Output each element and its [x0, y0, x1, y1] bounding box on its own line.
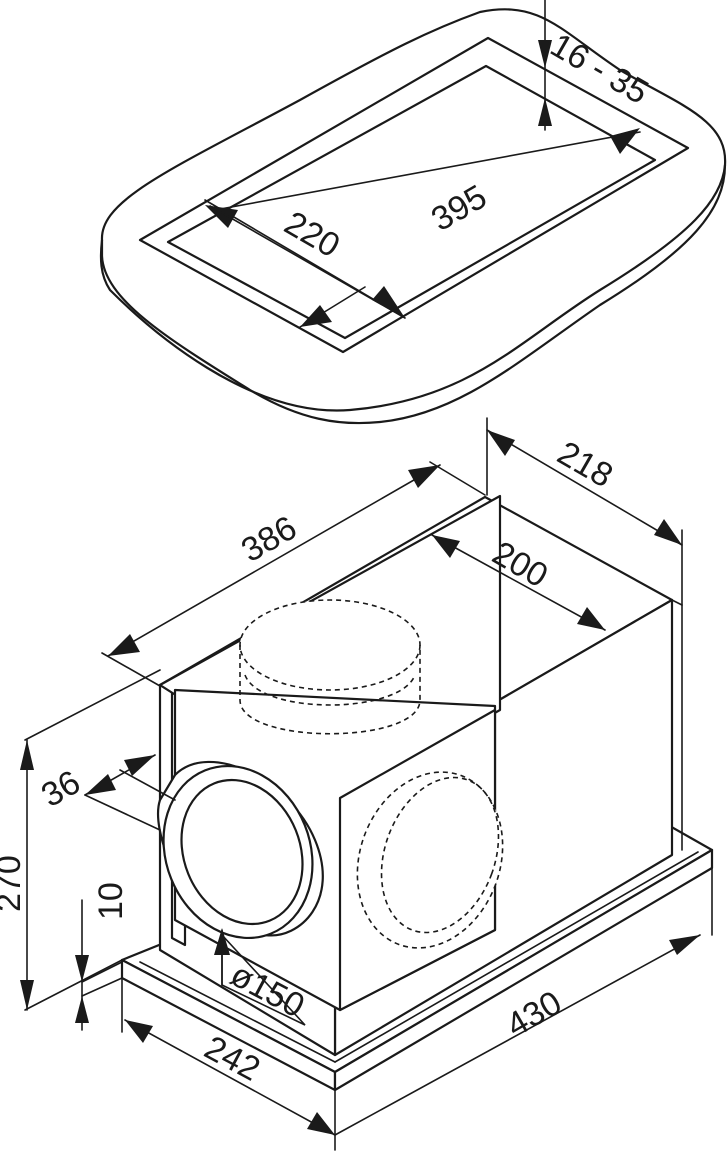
- dim-height: 270: [0, 669, 161, 1011]
- dim-label-unit-length: 386: [235, 509, 303, 570]
- ceiling-panel: [99, 8, 727, 425]
- dim-frame-offset: 36: [35, 754, 176, 831]
- hood-unit: [120, 494, 714, 1092]
- dim-label-base-thickness: 10: [92, 882, 130, 920]
- dim-label-unit-depth: 218: [551, 434, 619, 495]
- dim-label-frame-offset: 36: [35, 763, 87, 815]
- side-duct-outline: [356, 771, 504, 949]
- dim-label-height: 270: [0, 855, 28, 912]
- top-duct-outline: [239, 599, 421, 691]
- cutout-inner: [166, 64, 657, 340]
- dim-base-thickness: 10: [75, 882, 130, 1031]
- dim-label-base-length: 430: [500, 984, 568, 1045]
